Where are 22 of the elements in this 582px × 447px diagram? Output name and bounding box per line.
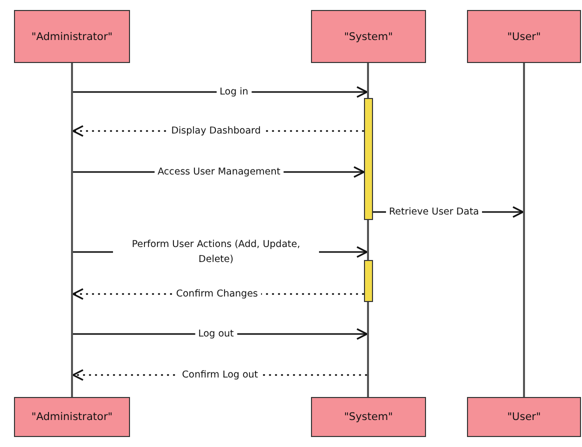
lifeline	[523, 63, 525, 397]
message-label: Access User Management	[154, 164, 284, 180]
message-label: Confirm Changes	[173, 286, 261, 302]
participant-name: "System"	[344, 30, 393, 42]
participant-box	[311, 10, 426, 63]
activation-bar	[364, 260, 373, 302]
message-label: Log out	[195, 326, 237, 342]
participant-name: "User"	[507, 411, 541, 423]
participant-name: "System"	[344, 411, 393, 423]
participant-box	[467, 397, 581, 437]
lifeline	[71, 63, 73, 397]
participant-box	[14, 397, 130, 437]
participant-box	[14, 10, 130, 63]
message-label: Display Dashboard	[168, 124, 264, 138]
participant-box	[467, 10, 581, 63]
activation-bar	[364, 98, 373, 220]
participant-name: "Administrator"	[31, 30, 113, 42]
message-label: Confirm Log out	[179, 368, 261, 382]
participant-box	[311, 397, 426, 437]
participant-name: "User"	[507, 30, 541, 42]
message-label: Log in	[216, 84, 252, 100]
participant-name: "Administrator"	[31, 411, 113, 423]
